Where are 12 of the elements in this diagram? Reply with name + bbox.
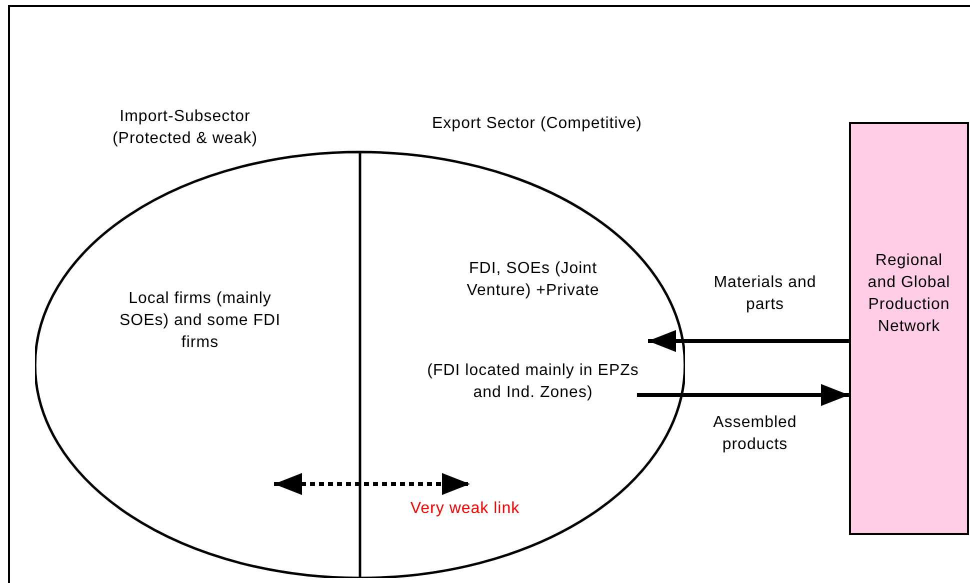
edge-label: Very weak link xyxy=(409,499,521,519)
arrow xyxy=(648,330,849,352)
edge-label: Assembled products xyxy=(712,413,798,455)
arrow xyxy=(637,384,849,406)
node-text: Regional and Global Production Network xyxy=(866,251,952,337)
sector-heading: Export Sector (Competitive) xyxy=(432,114,642,134)
node-text: Local firms (mainly SOEs) and some FDI firms xyxy=(118,289,282,353)
node-text: FDI, SOEs (Joint Venture) +Private xyxy=(466,259,600,301)
edge-label: Materials and parts xyxy=(712,273,818,315)
sector-heading: Import-Subsector (Protected & weak) xyxy=(111,107,259,149)
dotted-double-arrow xyxy=(274,473,470,495)
node-text: (FDI located mainly in EPZs and Ind. Zones) xyxy=(426,361,640,403)
